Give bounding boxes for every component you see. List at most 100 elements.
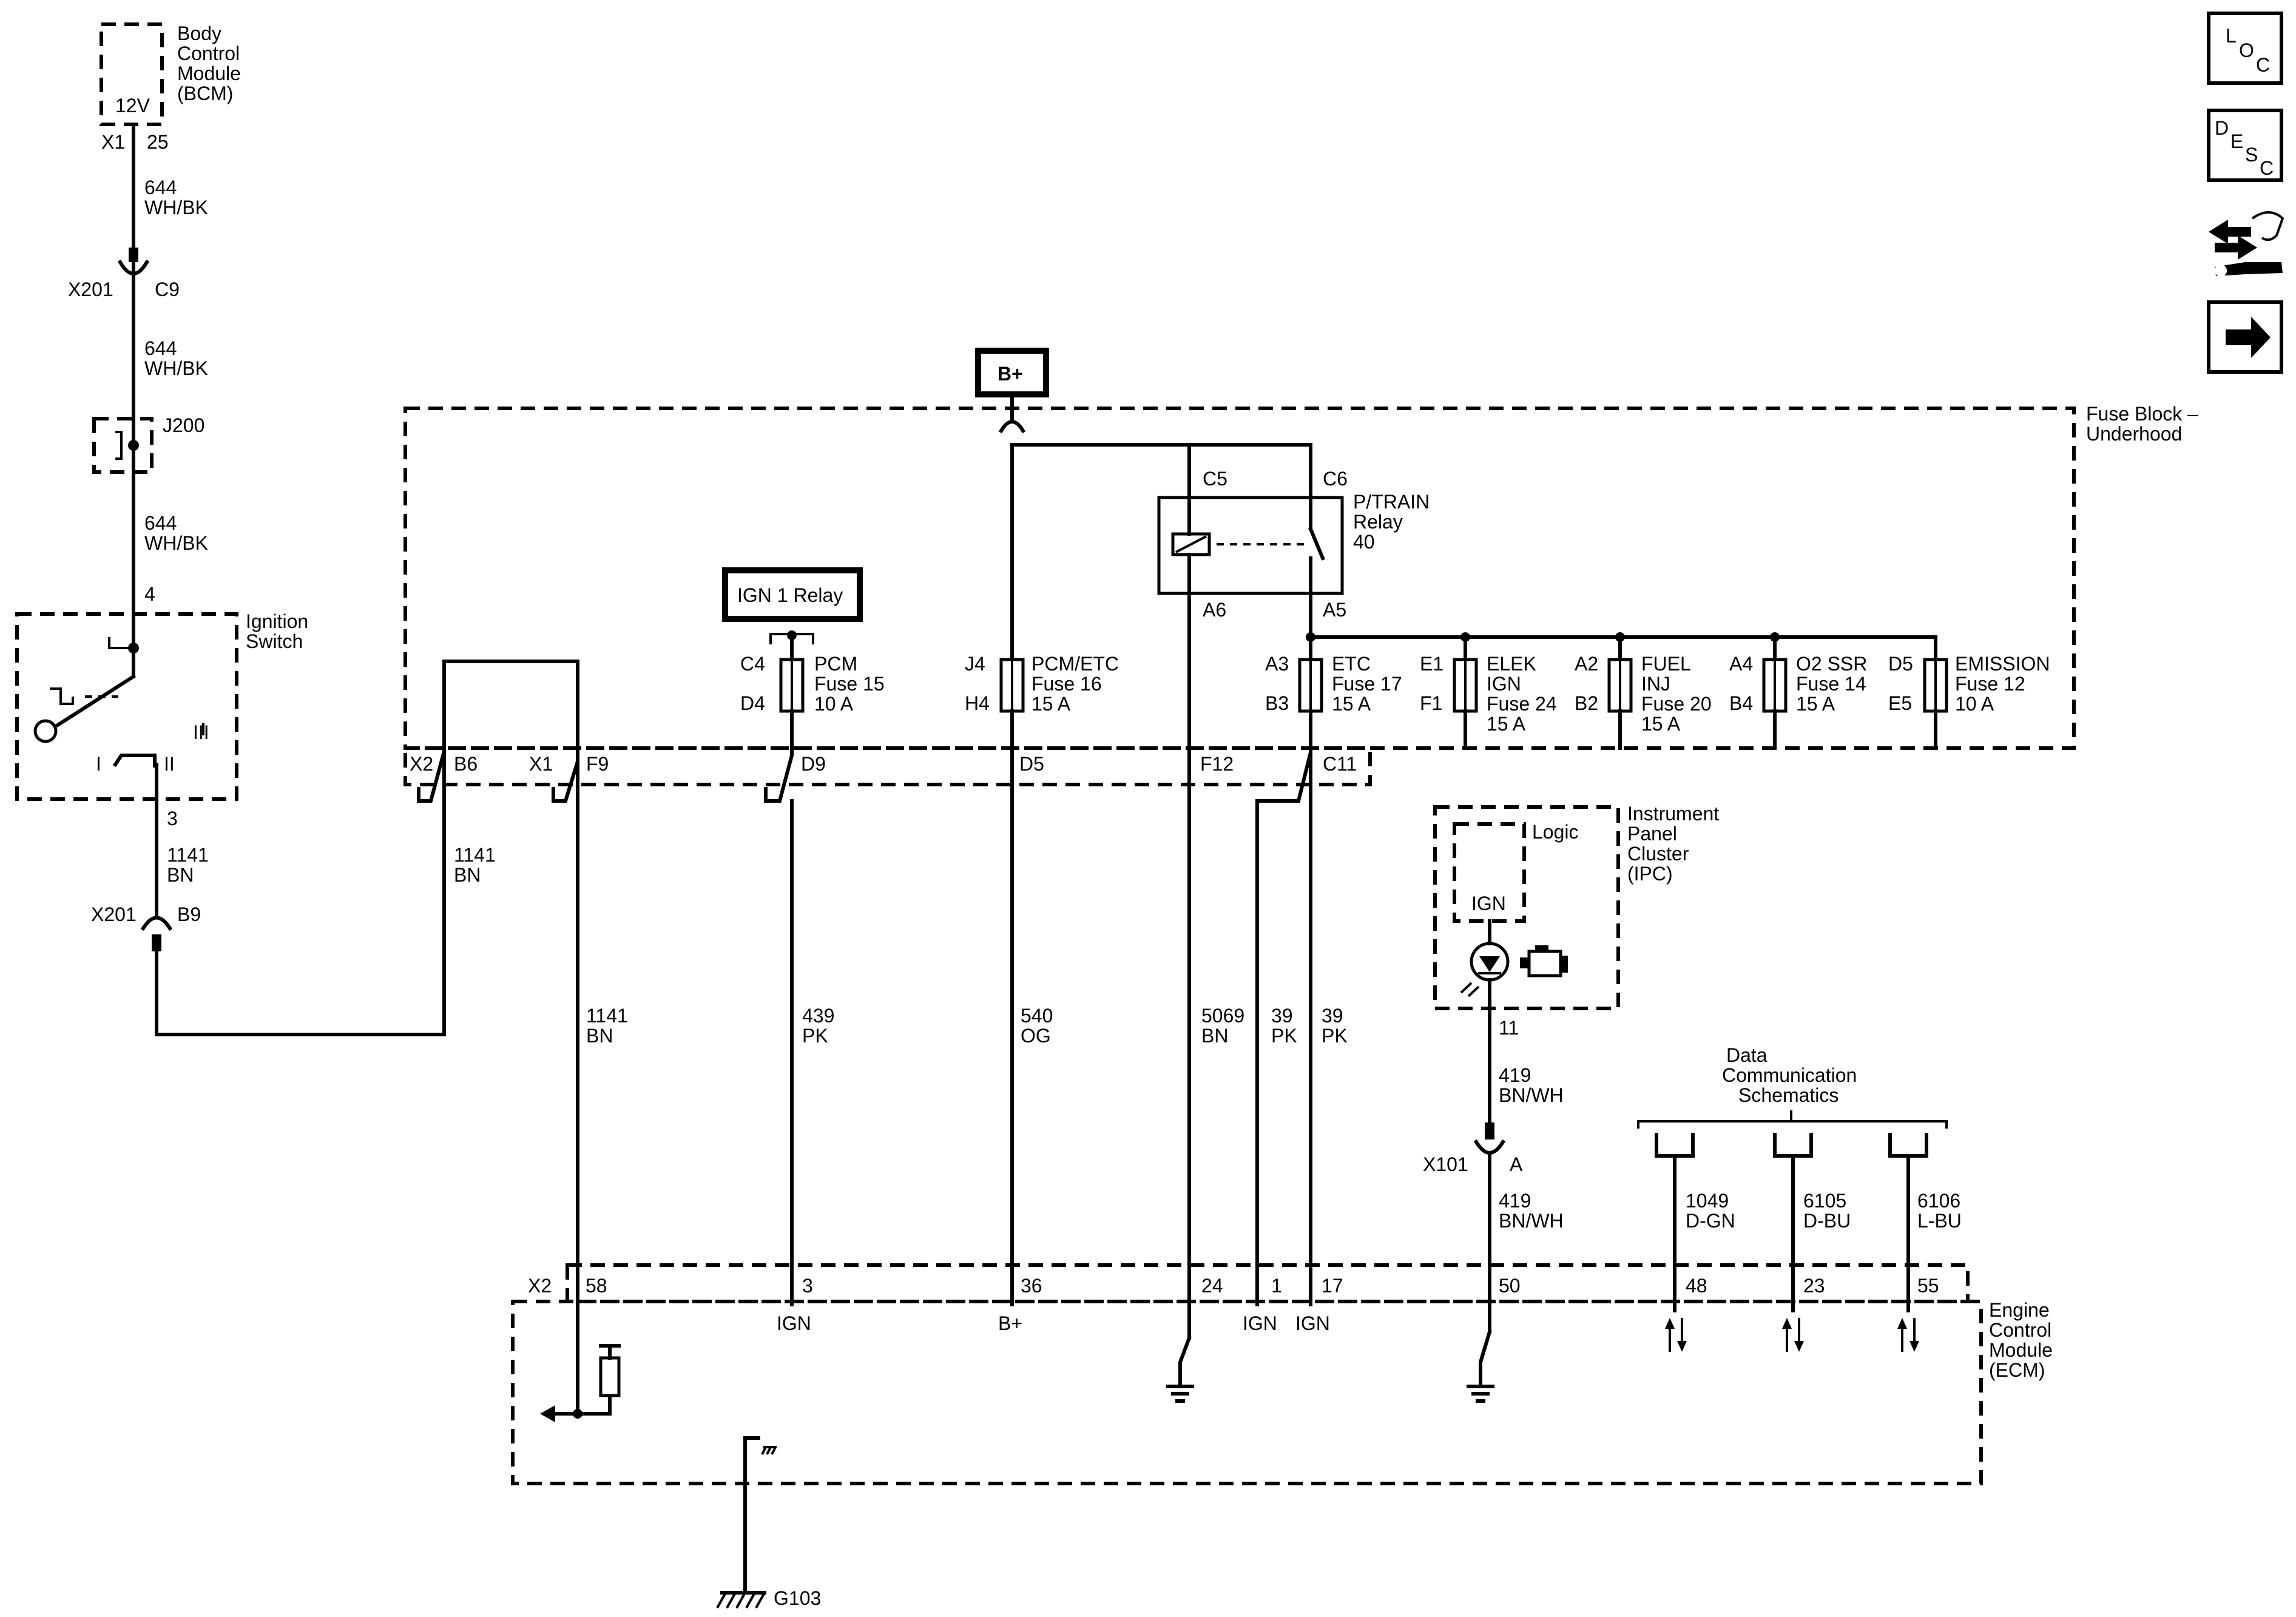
ipc-label-2: Panel bbox=[1627, 823, 1677, 845]
ecm-bplus-36: B+ bbox=[998, 1312, 1022, 1334]
pin-a4: A4 bbox=[1729, 653, 1753, 675]
fuse-emission bbox=[1923, 658, 1948, 713]
ecm-ign-1: IGN bbox=[1243, 1312, 1277, 1334]
ecm-label-1: Engine bbox=[1989, 1299, 2050, 1321]
fuse-pcm bbox=[779, 658, 805, 713]
wire-540-color: OG bbox=[1021, 1025, 1051, 1047]
ecm-label-2: Control bbox=[1989, 1319, 2051, 1341]
bidirectional-arrows-23 bbox=[1782, 1318, 1804, 1352]
pin-c5: C5 bbox=[1203, 468, 1227, 490]
bcm-label-4: (BCM) bbox=[177, 83, 233, 104]
pin-f1: F1 bbox=[1420, 692, 1442, 714]
wire-439-color: PK bbox=[802, 1025, 828, 1047]
ign-pos-iii: III bbox=[193, 721, 209, 743]
connector-tools-icon[interactable] bbox=[2209, 211, 2284, 277]
ecm-pin-55: 55 bbox=[1917, 1275, 1939, 1297]
pin-c6: C6 bbox=[1323, 468, 1348, 490]
fuse-elek-ign bbox=[1453, 658, 1478, 713]
wire-419b-num: 419 bbox=[1499, 1190, 1531, 1212]
ecm-ign-3: IGN bbox=[777, 1312, 811, 1334]
loc-letter-l: L bbox=[2226, 25, 2237, 47]
conn-x201-top: X201 bbox=[68, 279, 113, 300]
data-comm-label-1: Data bbox=[1726, 1044, 1768, 1066]
ipc-logic-label: Logic bbox=[1532, 821, 1579, 843]
fuse-fuel-name2: INJ bbox=[1641, 673, 1670, 695]
wire-1141b-num: 1141 bbox=[454, 844, 496, 866]
bidirectional-arrows-55 bbox=[1897, 1318, 1919, 1352]
fuse-pcm-etc-number: Fuse 16 bbox=[1032, 673, 1102, 695]
switch-pin-4: 4 bbox=[144, 583, 155, 605]
pin-d9: D9 bbox=[801, 753, 826, 775]
ecm-pin-17: 17 bbox=[1322, 1275, 1343, 1297]
b-plus-label: B+ bbox=[998, 363, 1023, 385]
pin-c9: C9 bbox=[155, 279, 180, 300]
fuse-elek-name: ELEK bbox=[1487, 653, 1536, 675]
ground-g103: G103 bbox=[774, 1587, 821, 1609]
fuse-etc-number: Fuse 17 bbox=[1332, 673, 1402, 695]
conn-x1: X1 bbox=[101, 131, 125, 153]
pin-c4: C4 bbox=[740, 653, 765, 675]
fuse-pcm-etc bbox=[999, 658, 1025, 713]
ign-pos-ii: II bbox=[164, 753, 175, 775]
wire-5069-color: BN bbox=[1201, 1025, 1228, 1047]
wire-5069-num: 5069 bbox=[1201, 1005, 1244, 1027]
fuse-o2-name: O2 SSR bbox=[1796, 653, 1867, 675]
wire-644a-color: WH/BK bbox=[144, 197, 208, 218]
ecm-pin-58: 58 bbox=[586, 1275, 607, 1297]
fuse-o2-rating: 15 A bbox=[1796, 693, 1835, 715]
wire-6106-num: 6106 bbox=[1917, 1190, 1960, 1212]
fuse-emission-name: EMISSION bbox=[1955, 653, 2050, 675]
wire-1141a-num: 1141 bbox=[167, 844, 209, 866]
fuse-fuel-name: FUEL bbox=[1641, 653, 1691, 675]
loc-letter-c: C bbox=[2256, 54, 2270, 76]
bcm-voltage: 12V bbox=[115, 95, 150, 116]
engine-control-module: Engine Control Module (ECM) bbox=[511, 1263, 2053, 1485]
pin-a5: A5 bbox=[1323, 599, 1346, 621]
wire-1049-num: 1049 bbox=[1686, 1190, 1729, 1212]
ign-switch-label-1: Ignition bbox=[246, 610, 308, 632]
desc-icon[interactable]: D E S C bbox=[2207, 109, 2283, 182]
fuse-emission-rating: 10 A bbox=[1955, 693, 1994, 715]
instrument-panel-cluster: Logic IGN Instrument Panel Cluster (IPC) bbox=[1433, 803, 1719, 1010]
wire-419a-num: 419 bbox=[1499, 1064, 1531, 1086]
next-arrow-icon[interactable] bbox=[2207, 300, 2283, 374]
wire-1049-color: D-GN bbox=[1686, 1210, 1735, 1232]
pin-h4: H4 bbox=[965, 692, 990, 714]
pin-d5-emission: D5 bbox=[1888, 653, 1913, 675]
ecm-pin-1: 1 bbox=[1271, 1275, 1282, 1297]
ign-switch-label-2: Switch bbox=[246, 630, 303, 652]
fuse-pcm-etc-rating: 15 A bbox=[1032, 693, 1071, 715]
conn-x201-bottom: X201 bbox=[91, 903, 137, 925]
ecm-label-4: (ECM) bbox=[1989, 1359, 2045, 1381]
fuse-fuel-inj bbox=[1607, 658, 1633, 713]
wire-6105-num: 6105 bbox=[1803, 1190, 1846, 1212]
check-engine-icon bbox=[1520, 945, 1568, 977]
wire-644c-num: 644 bbox=[144, 512, 177, 534]
ecm-pin-23: 23 bbox=[1803, 1275, 1825, 1297]
wire-1141c-color: BN bbox=[586, 1025, 613, 1047]
wire-6105-color: D-BU bbox=[1803, 1210, 1851, 1232]
fuse-pcm-rating: 10 A bbox=[814, 693, 854, 715]
wire-39a-num: 39 bbox=[1271, 1005, 1293, 1027]
ign1-relay-box bbox=[722, 567, 863, 622]
pin-j4: J4 bbox=[965, 653, 985, 675]
pin-f12: F12 bbox=[1200, 753, 1234, 775]
ptrain-relay bbox=[1157, 496, 1344, 595]
fuse-block-label-2: Underhood bbox=[2086, 423, 2182, 445]
conn-x101: X101 bbox=[1423, 1153, 1468, 1175]
pin-a6: A6 bbox=[1203, 599, 1226, 621]
pin-b9: B9 bbox=[177, 903, 201, 925]
bidirectional-arrows-48 bbox=[1665, 1318, 1687, 1352]
ipc-label-4: (IPC) bbox=[1627, 863, 1673, 885]
fuse-o2-ssr bbox=[1762, 658, 1788, 713]
pin-e1: E1 bbox=[1420, 653, 1443, 675]
loc-icon[interactable]: L O C bbox=[2207, 12, 2283, 85]
ptrain-relay-number: 40 bbox=[1353, 531, 1375, 553]
bcm-module: Body Control Module (BCM) 12V bbox=[100, 22, 241, 126]
fuse-elek-rating: 15 A bbox=[1487, 713, 1526, 735]
wire-6106-color: L-BU bbox=[1917, 1210, 1962, 1232]
ecm-pin-3: 3 bbox=[802, 1275, 813, 1297]
ecm-pin-48: 48 bbox=[1686, 1275, 1707, 1297]
pin-c11: C11 bbox=[1323, 753, 1357, 775]
